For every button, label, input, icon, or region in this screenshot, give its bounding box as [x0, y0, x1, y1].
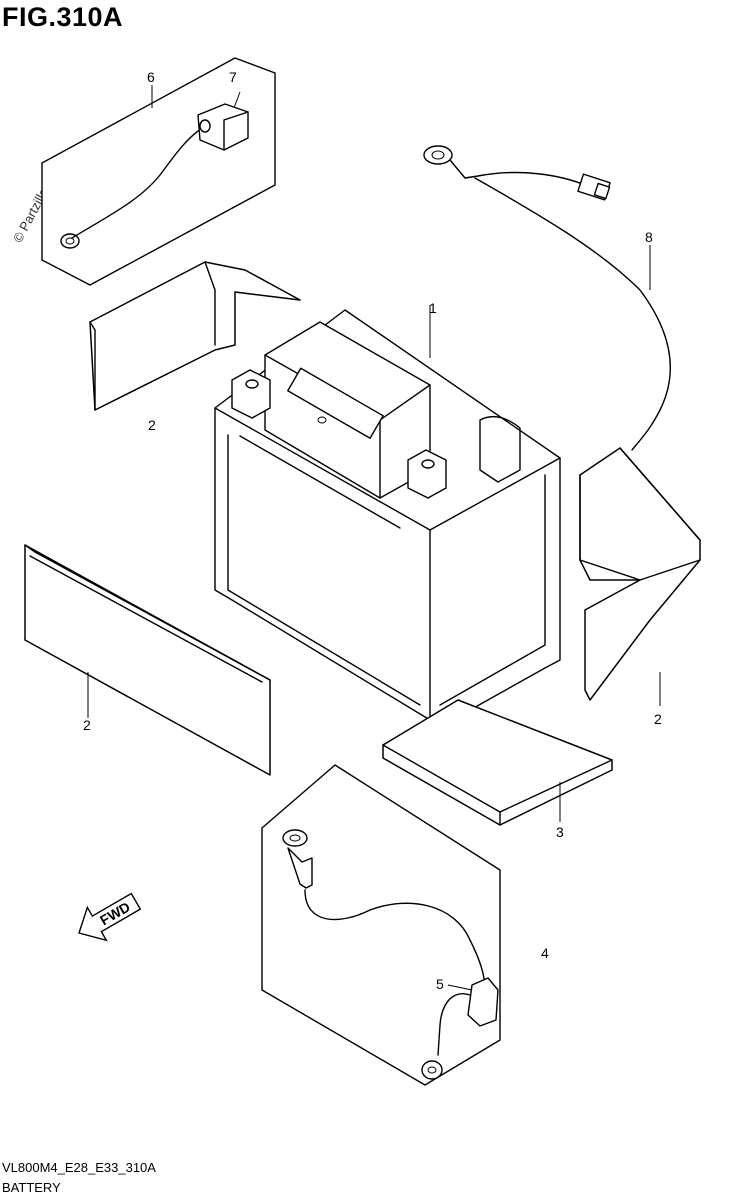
callout-2-right: 2 — [654, 711, 662, 727]
callout-2-upper: 2 — [148, 417, 156, 433]
callout-8: 8 — [645, 229, 653, 245]
callout-3: 3 — [556, 824, 564, 840]
pad-2-upper-left — [89, 261, 301, 411]
callout-7: 7 — [229, 69, 237, 85]
pad-2-lower-left — [24, 544, 271, 776]
callout-6: 6 — [147, 69, 155, 85]
callout-4: 4 — [541, 945, 549, 961]
cable-panel-4 — [261, 764, 501, 1086]
battery-1 — [214, 305, 561, 726]
diagram-caption: BATTERY — [2, 1180, 61, 1195]
callout-1: 1 — [429, 300, 437, 316]
callout-5: 5 — [436, 976, 444, 992]
pad-2-right — [579, 447, 701, 706]
cable-panel-6 — [41, 57, 276, 286]
pad-3 — [382, 699, 613, 826]
callout-2-left: 2 — [83, 717, 91, 733]
diagram-code: VL800M4_E28_E33_310A — [2, 1160, 156, 1175]
figure-title: FIG.310A — [2, 2, 124, 32]
forward-arrow-icon: FWD — [78, 892, 142, 942]
